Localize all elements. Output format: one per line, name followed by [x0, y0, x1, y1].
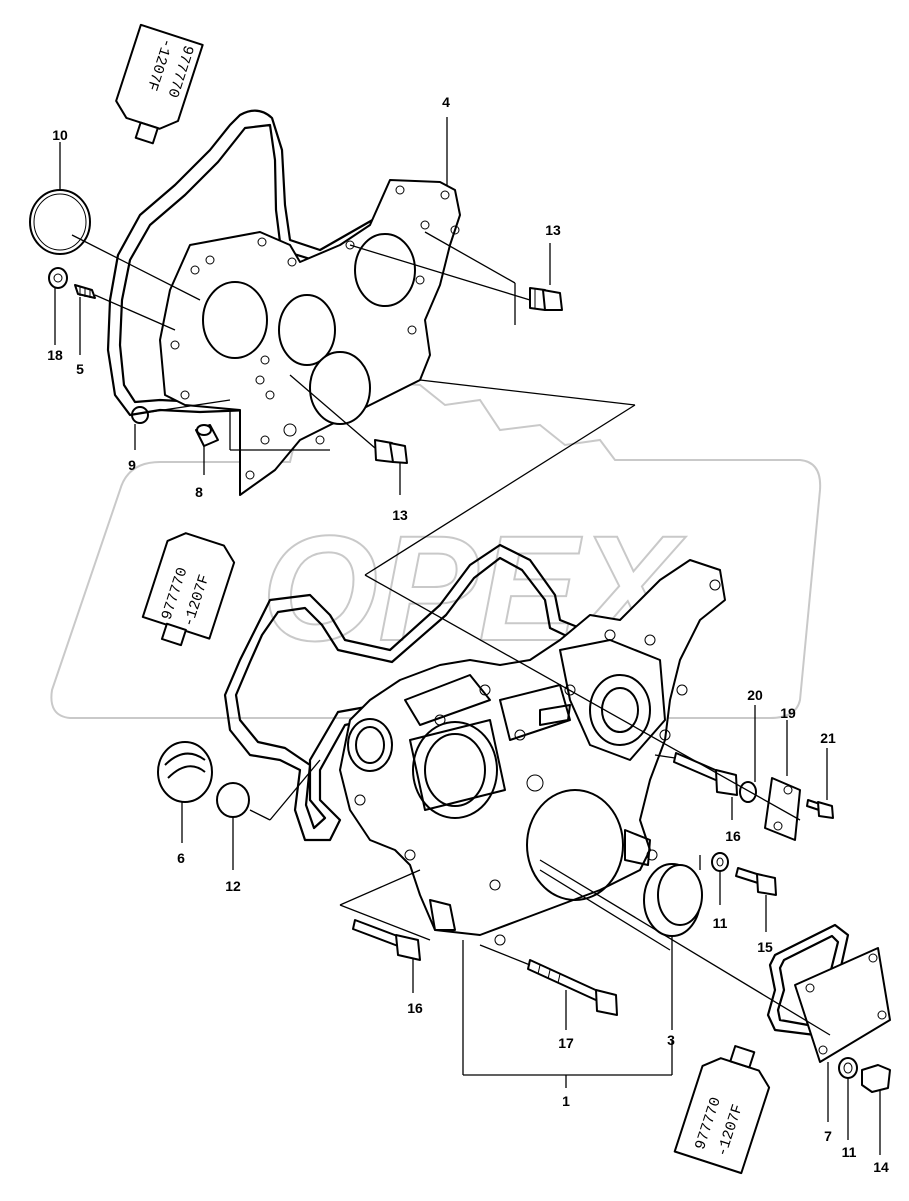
gasket-7	[766, 923, 850, 1037]
callout-15: 15	[757, 939, 773, 955]
nut-18	[48, 267, 68, 289]
callout-11-center: 11	[713, 915, 728, 931]
bolt-13-upper	[529, 287, 563, 311]
callout-8: 8	[195, 484, 203, 500]
bolt-21	[806, 799, 834, 819]
plate-hole-1	[202, 281, 268, 359]
callout-13-lower: 13	[392, 507, 408, 523]
callout-18: 18	[47, 347, 63, 363]
plate-hole-2	[278, 294, 336, 366]
washer-11-right	[838, 1057, 858, 1079]
timing-cover-holes	[354, 579, 721, 946]
sealant-tube-top: 977770 -1207F	[115, 23, 204, 145]
bolt-16-left	[352, 919, 421, 961]
o-ring-10	[29, 189, 91, 255]
sealant-tube-bottom: 977770 -1207F	[673, 1045, 771, 1175]
callout-1: 1	[562, 1093, 570, 1109]
callout-16-left: 16	[407, 1000, 423, 1016]
bolt-17	[527, 959, 618, 1016]
plate-hole-4	[354, 233, 416, 307]
sealant-tube-middle: 977770 -1207F	[141, 532, 236, 647]
callout-5: 5	[76, 361, 84, 377]
callout-12: 12	[225, 878, 241, 894]
callout-17: 17	[558, 1035, 574, 1051]
callout-19: 19	[780, 705, 796, 721]
callout-11-right: 11	[842, 1144, 857, 1160]
oil-seal-3	[643, 863, 703, 937]
callout-13-upper: 13	[545, 222, 561, 238]
callout-20: 20	[747, 687, 763, 703]
cover-plate-7	[794, 947, 891, 1063]
bolt-15	[735, 867, 777, 896]
bolt-16-right	[673, 752, 738, 796]
callout-3: 3	[667, 1032, 675, 1048]
callout-14: 14	[873, 1159, 889, 1175]
callout-10: 10	[52, 127, 68, 143]
plate-hole-3	[309, 351, 371, 425]
plate-bolt-holes	[170, 185, 460, 480]
callout-9: 9	[128, 457, 136, 473]
stud-5	[74, 284, 96, 299]
dowel-pin-8	[195, 424, 219, 447]
o-ring-20	[739, 781, 757, 803]
callout-4: 4	[442, 94, 450, 110]
bolt-13-lower	[374, 439, 408, 464]
callout-16-right: 16	[725, 828, 741, 844]
callout-numbers: 4 10 13 18 5 9 8 13 20 19 21 16 6 12 11 …	[47, 94, 889, 1175]
upper-leader-lines	[54, 117, 636, 576]
bolt-14	[861, 1064, 891, 1093]
washer-11-center	[711, 852, 729, 872]
callout-7: 7	[824, 1128, 832, 1144]
filler-cap-6	[157, 741, 213, 803]
cover-plate-19	[764, 777, 801, 841]
lower-leader-lines	[181, 574, 881, 1155]
o-ring-12	[216, 782, 250, 818]
callout-21: 21	[820, 730, 836, 746]
callout-6: 6	[177, 850, 185, 866]
gasket-7-inner	[776, 934, 840, 1027]
timing-cover-details	[347, 639, 666, 931]
o-ring-10-inner	[33, 193, 87, 251]
